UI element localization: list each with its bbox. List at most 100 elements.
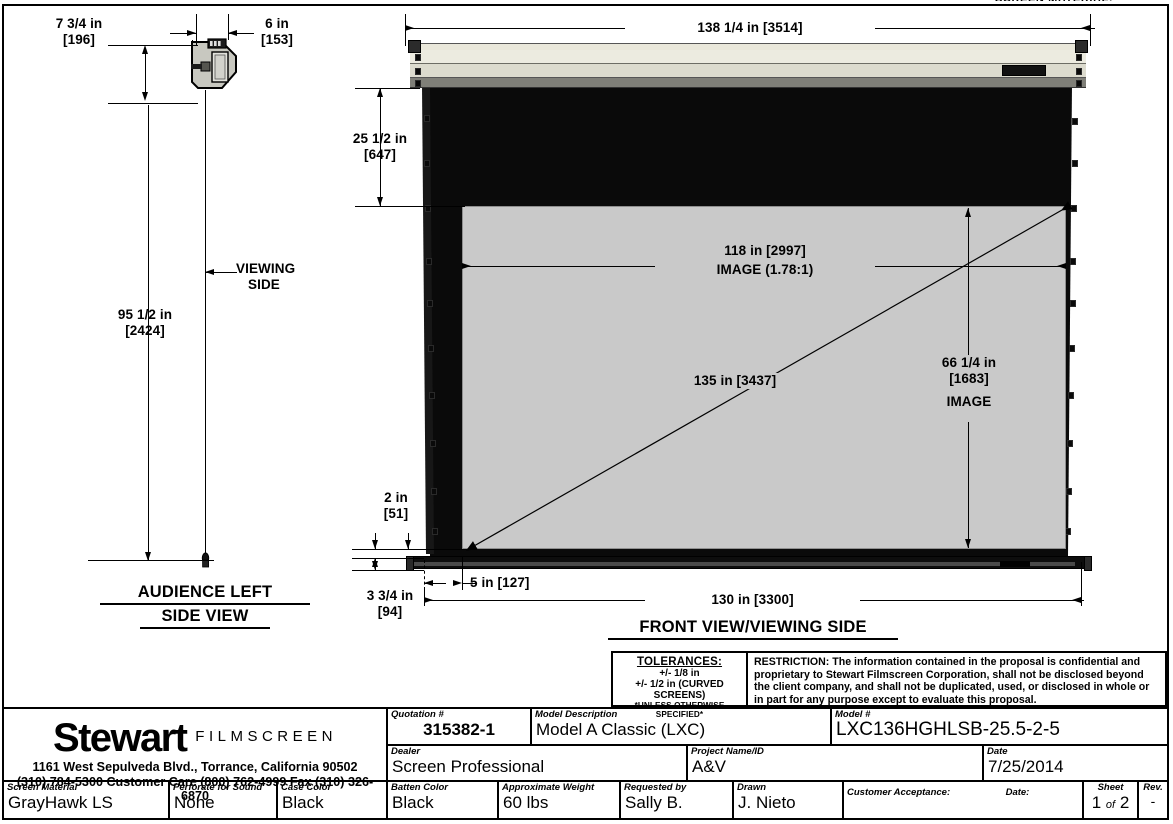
- batten-plate: [1000, 561, 1030, 567]
- tolerances-line3: *UNLESS OTHERWISE SPECIFIED*: [634, 701, 725, 719]
- tension-tab: [429, 392, 435, 399]
- company-address-line1: 1161 West Sepulveda Blvd., Torrance, Cal…: [32, 760, 358, 774]
- side-view-title: AUDIENCE LEFT SIDE VIEW: [100, 583, 310, 629]
- tolerances-box: TOLERANCES: +/- 1/8 in +/- 1/2 in (CURVE…: [611, 651, 748, 719]
- screen-batten: [410, 556, 1086, 569]
- case-band-lower: [410, 64, 1086, 78]
- perforate-value: None: [174, 793, 215, 812]
- tension-tab: [427, 300, 433, 307]
- model-description-label: Model Description: [535, 709, 618, 720]
- label-viewing-side-line1: VIEWING: [236, 261, 296, 276]
- dim-bottom-black: 2 in [51]: [383, 490, 409, 521]
- case-bracket: [1076, 80, 1082, 87]
- case-bracket: [415, 68, 421, 75]
- company-logo-block: Stewart FILMSCREEN 1161 West Sepulveda Bl…: [4, 709, 388, 803]
- screen-material-value: GrayHawk LS: [8, 793, 113, 812]
- tolerances-line2: +/- 1/2 in (CURVED SCREENS): [635, 679, 724, 701]
- field-model-description: Model Description Model A Classic (LXC): [532, 709, 832, 746]
- sheet-value: 1 of 2: [1084, 793, 1137, 813]
- batten-highlight: [414, 562, 1075, 566]
- dim-drop-height: 95 1/2 in [2424]: [117, 307, 173, 338]
- field-sheet: Sheet 1 of 2: [1084, 782, 1139, 818]
- dim-top-drop: 25 1/2 in [647]: [352, 131, 408, 162]
- restriction-text: RESTRICTION: The information contained i…: [754, 656, 1150, 706]
- weight-label: Approximate Weight: [502, 782, 595, 793]
- tolerances-line1: +/- 1/8 in: [659, 668, 700, 679]
- case-band-bottom: [410, 78, 1086, 88]
- side-view-title-line1: AUDIENCE LEFT: [100, 583, 310, 605]
- dim-image-height-mm: [1683]: [908, 371, 1030, 387]
- case-bracket: [1076, 54, 1082, 61]
- field-date: Date 7/25/2014: [984, 746, 1167, 782]
- case-color-value: Black: [282, 793, 324, 812]
- dim-overall-width: 130 in [3300]: [645, 592, 860, 608]
- dealer-value: Screen Professional: [392, 757, 545, 776]
- case-band-upper: [410, 50, 1086, 64]
- revision-value: -: [1150, 793, 1156, 809]
- restriction-box: RESTRICTION: The information contained i…: [748, 651, 1167, 707]
- case-endcap-left: [408, 40, 421, 53]
- case-bracket: [1076, 68, 1082, 75]
- model-description-value: Model A Classic (LXC): [536, 720, 706, 739]
- sheet-of: of: [1105, 799, 1116, 811]
- customer-acceptance-label: Customer Acceptance:: [847, 787, 951, 798]
- date-label: Date: [987, 746, 1008, 757]
- clipped-header-text: SCREEN MATERIAL: GRAYHAWK: [995, 0, 1173, 1]
- case-bracket: [415, 80, 421, 87]
- field-model-number: Model # LXC136HGHLSB-25.5-2-5: [832, 709, 1167, 746]
- side-view-bottom-batten: [201, 552, 210, 568]
- batten-endcap-right: [1084, 556, 1092, 571]
- dim-image-ratio: IMAGE (1.78:1): [655, 262, 875, 278]
- tension-tab: [1072, 118, 1078, 125]
- model-number-value: LXC136HGHLSB-25.5-2-5: [836, 719, 1060, 740]
- dim-diagonal: 135 in [3437]: [645, 373, 825, 389]
- tension-tab: [425, 205, 431, 212]
- tension-tab: [431, 488, 437, 495]
- dim-batten-drop: 3 3/4 in [94]: [366, 588, 414, 619]
- dim-side-border: 5 in [127]: [470, 575, 530, 590]
- model-number-label: Model #: [835, 709, 871, 720]
- field-case-color: Case Color Black: [278, 782, 388, 818]
- company-address-line2: (310) 784-5300 Customer Care (800) 762-4…: [16, 774, 374, 804]
- field-screen-material: Screen Material GrayHawk LS: [4, 782, 170, 818]
- field-dealer: Dealer Screen Professional: [388, 746, 688, 782]
- sheet-current: 1: [1091, 793, 1102, 812]
- tension-tab: [1072, 160, 1078, 167]
- screen-material-label: Screen Material: [7, 782, 78, 793]
- dim-image-width: 118 in [2997]: [655, 243, 875, 259]
- requested-by-label: Requested by: [624, 782, 687, 793]
- tolerances-heading: TOLERANCES:: [636, 656, 723, 668]
- field-perforate: Perforate for Sound None: [170, 782, 278, 818]
- case-endcap-right: [1075, 40, 1088, 53]
- case-bracket: [415, 54, 421, 61]
- screen-case: [408, 40, 1088, 88]
- field-batten-color: Batten Color Black: [388, 782, 499, 818]
- side-view-housing: [191, 38, 237, 89]
- front-view-title-text: FRONT VIEW/VIEWING SIDE: [608, 618, 898, 640]
- customer-date-label: Date:: [1005, 787, 1030, 798]
- case-color-label: Case Color: [281, 782, 332, 793]
- dim-image-height-note: IMAGE: [908, 394, 1030, 410]
- drawn-label: Drawn: [737, 782, 767, 793]
- dim-case-depth: 7 3/4 in [196]: [55, 16, 103, 47]
- tension-tab: [430, 440, 436, 447]
- company-name: Stewart: [53, 716, 188, 760]
- front-view-title: FRONT VIEW/VIEWING SIDE: [608, 618, 898, 640]
- field-project: Project Name/ID A&V: [688, 746, 984, 782]
- date-value: 7/25/2014: [988, 757, 1064, 776]
- quotation-value: 315382-1: [423, 720, 495, 739]
- company-subname: FILMSCREEN: [195, 728, 337, 745]
- requested-by-value: Sally B.: [625, 793, 683, 812]
- batten-color-value: Black: [392, 793, 434, 812]
- tension-tab: [428, 345, 434, 352]
- batten-color-label: Batten Color: [391, 782, 448, 793]
- perforate-label: Perforate for Sound: [173, 782, 263, 793]
- field-weight: Approximate Weight 60 lbs: [499, 782, 621, 818]
- field-requested-by: Requested by Sally B.: [621, 782, 734, 818]
- tension-tab: [432, 528, 438, 535]
- field-drawn: Drawn J. Nieto: [734, 782, 844, 818]
- quotation-label: Quotation #: [391, 709, 444, 720]
- case-logo-plate: [1002, 65, 1046, 76]
- drawn-value: J. Nieto: [738, 793, 796, 812]
